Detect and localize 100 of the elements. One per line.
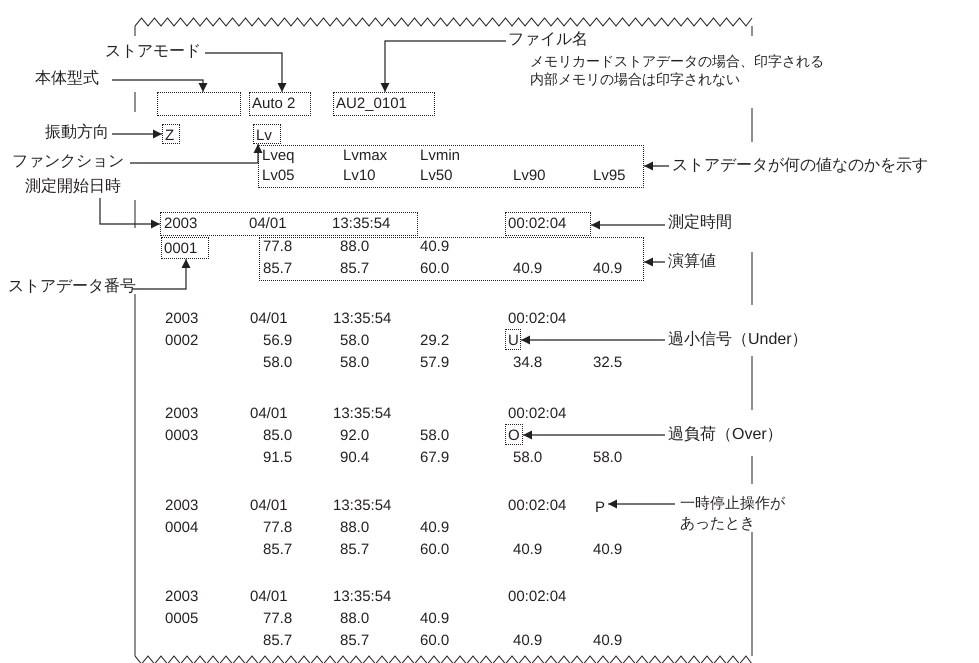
printed-value: 91.5: [263, 449, 292, 466]
printed-value: 04/01: [250, 405, 288, 422]
dotted-frame: [259, 237, 644, 281]
dotted-frame: [160, 212, 418, 236]
callout-label: ストアモード: [105, 43, 201, 62]
printed-value: 56.9: [263, 332, 292, 350]
leader-arrow: [99, 198, 160, 228]
printed-value: 2003: [165, 405, 198, 422]
printed-value: 92.0: [340, 427, 370, 444]
printed-value: Lv90: [513, 167, 546, 184]
printed-value: 40.9: [593, 260, 622, 278]
callout-label: 測定開始日時: [25, 178, 121, 196]
printed-value: 58.0: [420, 427, 450, 444]
printed-value: 90.4: [340, 449, 370, 466]
printed-value: U: [505, 329, 521, 350]
printed-value: 13:35:54: [333, 310, 392, 328]
printed-value: 85.7: [340, 260, 370, 278]
callout-label: 本体型式: [35, 70, 99, 88]
printed-value: 04/01: [250, 588, 288, 606]
leader-arrow: [644, 162, 669, 170]
printed-value: 58.0: [340, 332, 370, 350]
printed-value: Lv: [253, 124, 281, 144]
printed-value: 85.0: [263, 427, 292, 444]
printed-value: 40.9: [420, 238, 450, 256]
printed-value: 58.0: [513, 449, 542, 466]
printed-value: O: [505, 424, 523, 445]
printed-value: 29.2: [420, 332, 450, 350]
printed-value: 00:02:04: [508, 310, 566, 328]
printed-value: AU2_0101: [333, 92, 435, 116]
printed-value: 58.0: [263, 354, 292, 372]
printed-value: 60.0: [420, 541, 450, 558]
printed-value: Z: [162, 124, 180, 144]
callout-label: 一時停止操作があったとき: [680, 494, 788, 533]
printed-value: 00:02:04: [508, 588, 566, 606]
printed-value: 57.9: [420, 354, 450, 372]
leader-arrow: [521, 336, 665, 344]
callout-label: 演算値: [668, 253, 716, 272]
leader-arrow: [380, 40, 506, 92]
printed-value: 0003: [165, 427, 198, 444]
printed-value: 88.0: [340, 519, 370, 536]
printed-value: 0002: [165, 332, 198, 350]
printed-value: 13:35:54: [333, 588, 392, 606]
printed-value: Lv95: [593, 167, 626, 184]
printed-value: 04/01: [249, 215, 287, 232]
callout-label: ストアデータが何の値なのかを示す: [672, 157, 928, 176]
printed-value: 04/01: [250, 310, 288, 328]
callout-label: 振動方向: [45, 124, 109, 142]
printed-value: 85.7: [263, 632, 292, 650]
callout-label: 過小信号（Under）: [668, 331, 808, 350]
printed-value: 13:35:54: [332, 215, 390, 232]
printed-value: 13:35:54: [333, 405, 392, 422]
printed-value: Lv10: [343, 167, 376, 184]
printed-value: Lvmax: [343, 147, 388, 164]
printed-value: Lvmin: [420, 147, 460, 164]
printed-value: 58.0: [593, 449, 622, 466]
leader-arrow: [523, 430, 665, 440]
printed-value: 85.7: [340, 541, 370, 558]
dotted-frame: [258, 145, 644, 188]
callout-label: 過負荷（Over）: [668, 426, 783, 444]
callout-label: ファンクション: [12, 153, 124, 172]
leader-arrow: [591, 220, 665, 230]
leader-arrow: [644, 258, 665, 266]
printed-value: Lv05: [262, 167, 295, 184]
printed-value: 2003: [165, 497, 198, 514]
printed-value: 00:02:04: [508, 497, 566, 514]
leader-arrow: [132, 259, 190, 290]
printed-value: Lv50: [420, 167, 453, 184]
printed-value: 34.8: [513, 354, 542, 372]
printed-value: 88.0: [340, 238, 370, 256]
printed-value: 60.0: [420, 260, 450, 278]
leader-arrow: [608, 500, 675, 508]
note-text: 内部メモリの場合は印字されない: [530, 71, 740, 88]
leader-arrow: [112, 130, 162, 138]
printed-value: Lveq: [262, 147, 295, 164]
printed-value: 00:02:04: [508, 405, 566, 422]
printed-value: 88.0: [340, 610, 370, 628]
printed-value: 40.9: [420, 610, 450, 628]
callout-label: ファイル名: [508, 31, 588, 50]
printed-value: 60.0: [420, 632, 450, 650]
printed-value: 0005: [165, 610, 198, 628]
printed-value: 58.0: [340, 354, 370, 372]
printed-value: 40.9: [420, 519, 450, 536]
printed-value: 85.7: [263, 541, 292, 558]
printed-value: 40.9: [593, 541, 622, 558]
dotted-frame: [157, 92, 241, 116]
printed-value: 2003: [164, 215, 198, 232]
printed-value: 40.9: [513, 632, 542, 650]
leader-arrow: [130, 144, 262, 164]
printed-value: 2003: [165, 310, 198, 328]
printed-value: 67.9: [420, 449, 450, 466]
printed-value: 77.8: [263, 519, 292, 536]
leader-arrow: [205, 52, 286, 92]
printed-value: Auto 2: [249, 92, 311, 116]
printed-value: 2003: [165, 588, 198, 606]
printed-value: 32.5: [593, 354, 622, 372]
printed-value: 40.9: [513, 260, 542, 278]
printed-value: 77.8: [263, 238, 292, 256]
leader-arrow: [112, 79, 208, 92]
printed-value: 85.7: [263, 260, 292, 278]
note-text: メモリカードストアデータの場合、印字される: [530, 53, 824, 70]
